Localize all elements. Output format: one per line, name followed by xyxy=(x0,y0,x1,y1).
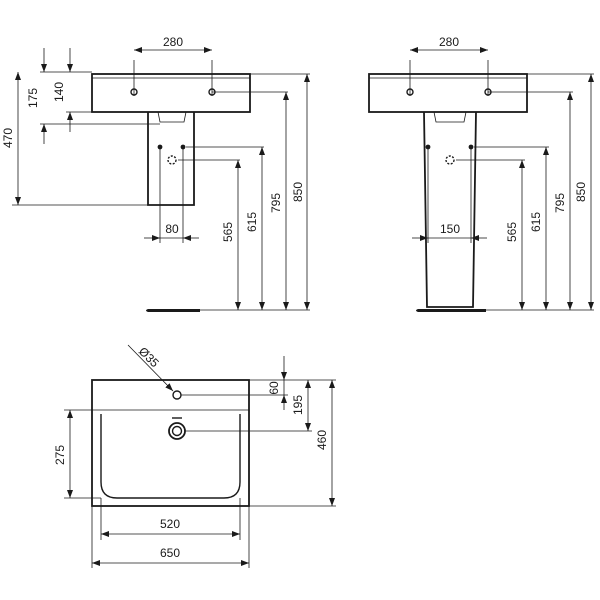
basin-plan-outline xyxy=(91,379,250,507)
dim-height-795-pedestal: 795 xyxy=(553,193,567,213)
dim-height-850-front: 850 xyxy=(291,182,305,202)
waste-outlet-icon xyxy=(168,422,186,440)
dim-offset-60: 60 xyxy=(267,381,281,395)
dim-width-520: 520 xyxy=(160,517,180,531)
floor-plate-icon-2 xyxy=(416,309,486,312)
supply-pipe-icon xyxy=(167,155,177,165)
bowl-outline xyxy=(100,414,241,499)
dim-waste-150: 150 xyxy=(440,222,460,236)
floor-plate-icon xyxy=(146,309,200,312)
top-view: Ø35 60 195 460 275 520 650 xyxy=(53,344,336,568)
dim-tap-hole-dia: Ø35 xyxy=(136,344,162,370)
dim-height-470: 470 xyxy=(1,128,15,148)
tap-hole-plan-icon xyxy=(172,390,182,400)
dim-width-650: 650 xyxy=(160,546,180,560)
front-view-full-pedestal: 280 150 565 615 795 850 xyxy=(368,35,594,312)
semi-pedestal-outline xyxy=(147,112,195,206)
dim-height-615-pedestal: 615 xyxy=(529,212,543,232)
supply-pipe-icon-2 xyxy=(445,155,455,165)
dim-height-565-front: 565 xyxy=(221,222,235,242)
dim-depth-275: 275 xyxy=(53,445,67,465)
dim-holes-spacing-front: 280 xyxy=(163,35,183,49)
basin-front-outline-2 xyxy=(368,73,528,113)
full-pedestal-outline xyxy=(423,111,477,308)
front-view-semi-pedestal: 280 175 140 470 80 565 615 795 xyxy=(1,35,310,312)
basin-front-outline xyxy=(91,73,251,113)
overflow-recess xyxy=(157,111,187,123)
dim-waste-80: 80 xyxy=(165,222,179,236)
waste-outlet-inner-icon xyxy=(171,425,183,437)
dim-rim-175: 175 xyxy=(26,88,40,108)
dim-rim-140: 140 xyxy=(52,82,66,102)
dim-height-615-front: 615 xyxy=(245,212,259,232)
dim-depth-460: 460 xyxy=(315,430,329,450)
dim-height-795-front: 795 xyxy=(269,193,283,213)
dim-height-850-pedestal: 850 xyxy=(574,182,588,202)
dim-holes-spacing-pedestal: 280 xyxy=(439,35,459,49)
dim-height-565-pedestal: 565 xyxy=(505,222,519,242)
dim-offset-195: 195 xyxy=(291,395,305,415)
